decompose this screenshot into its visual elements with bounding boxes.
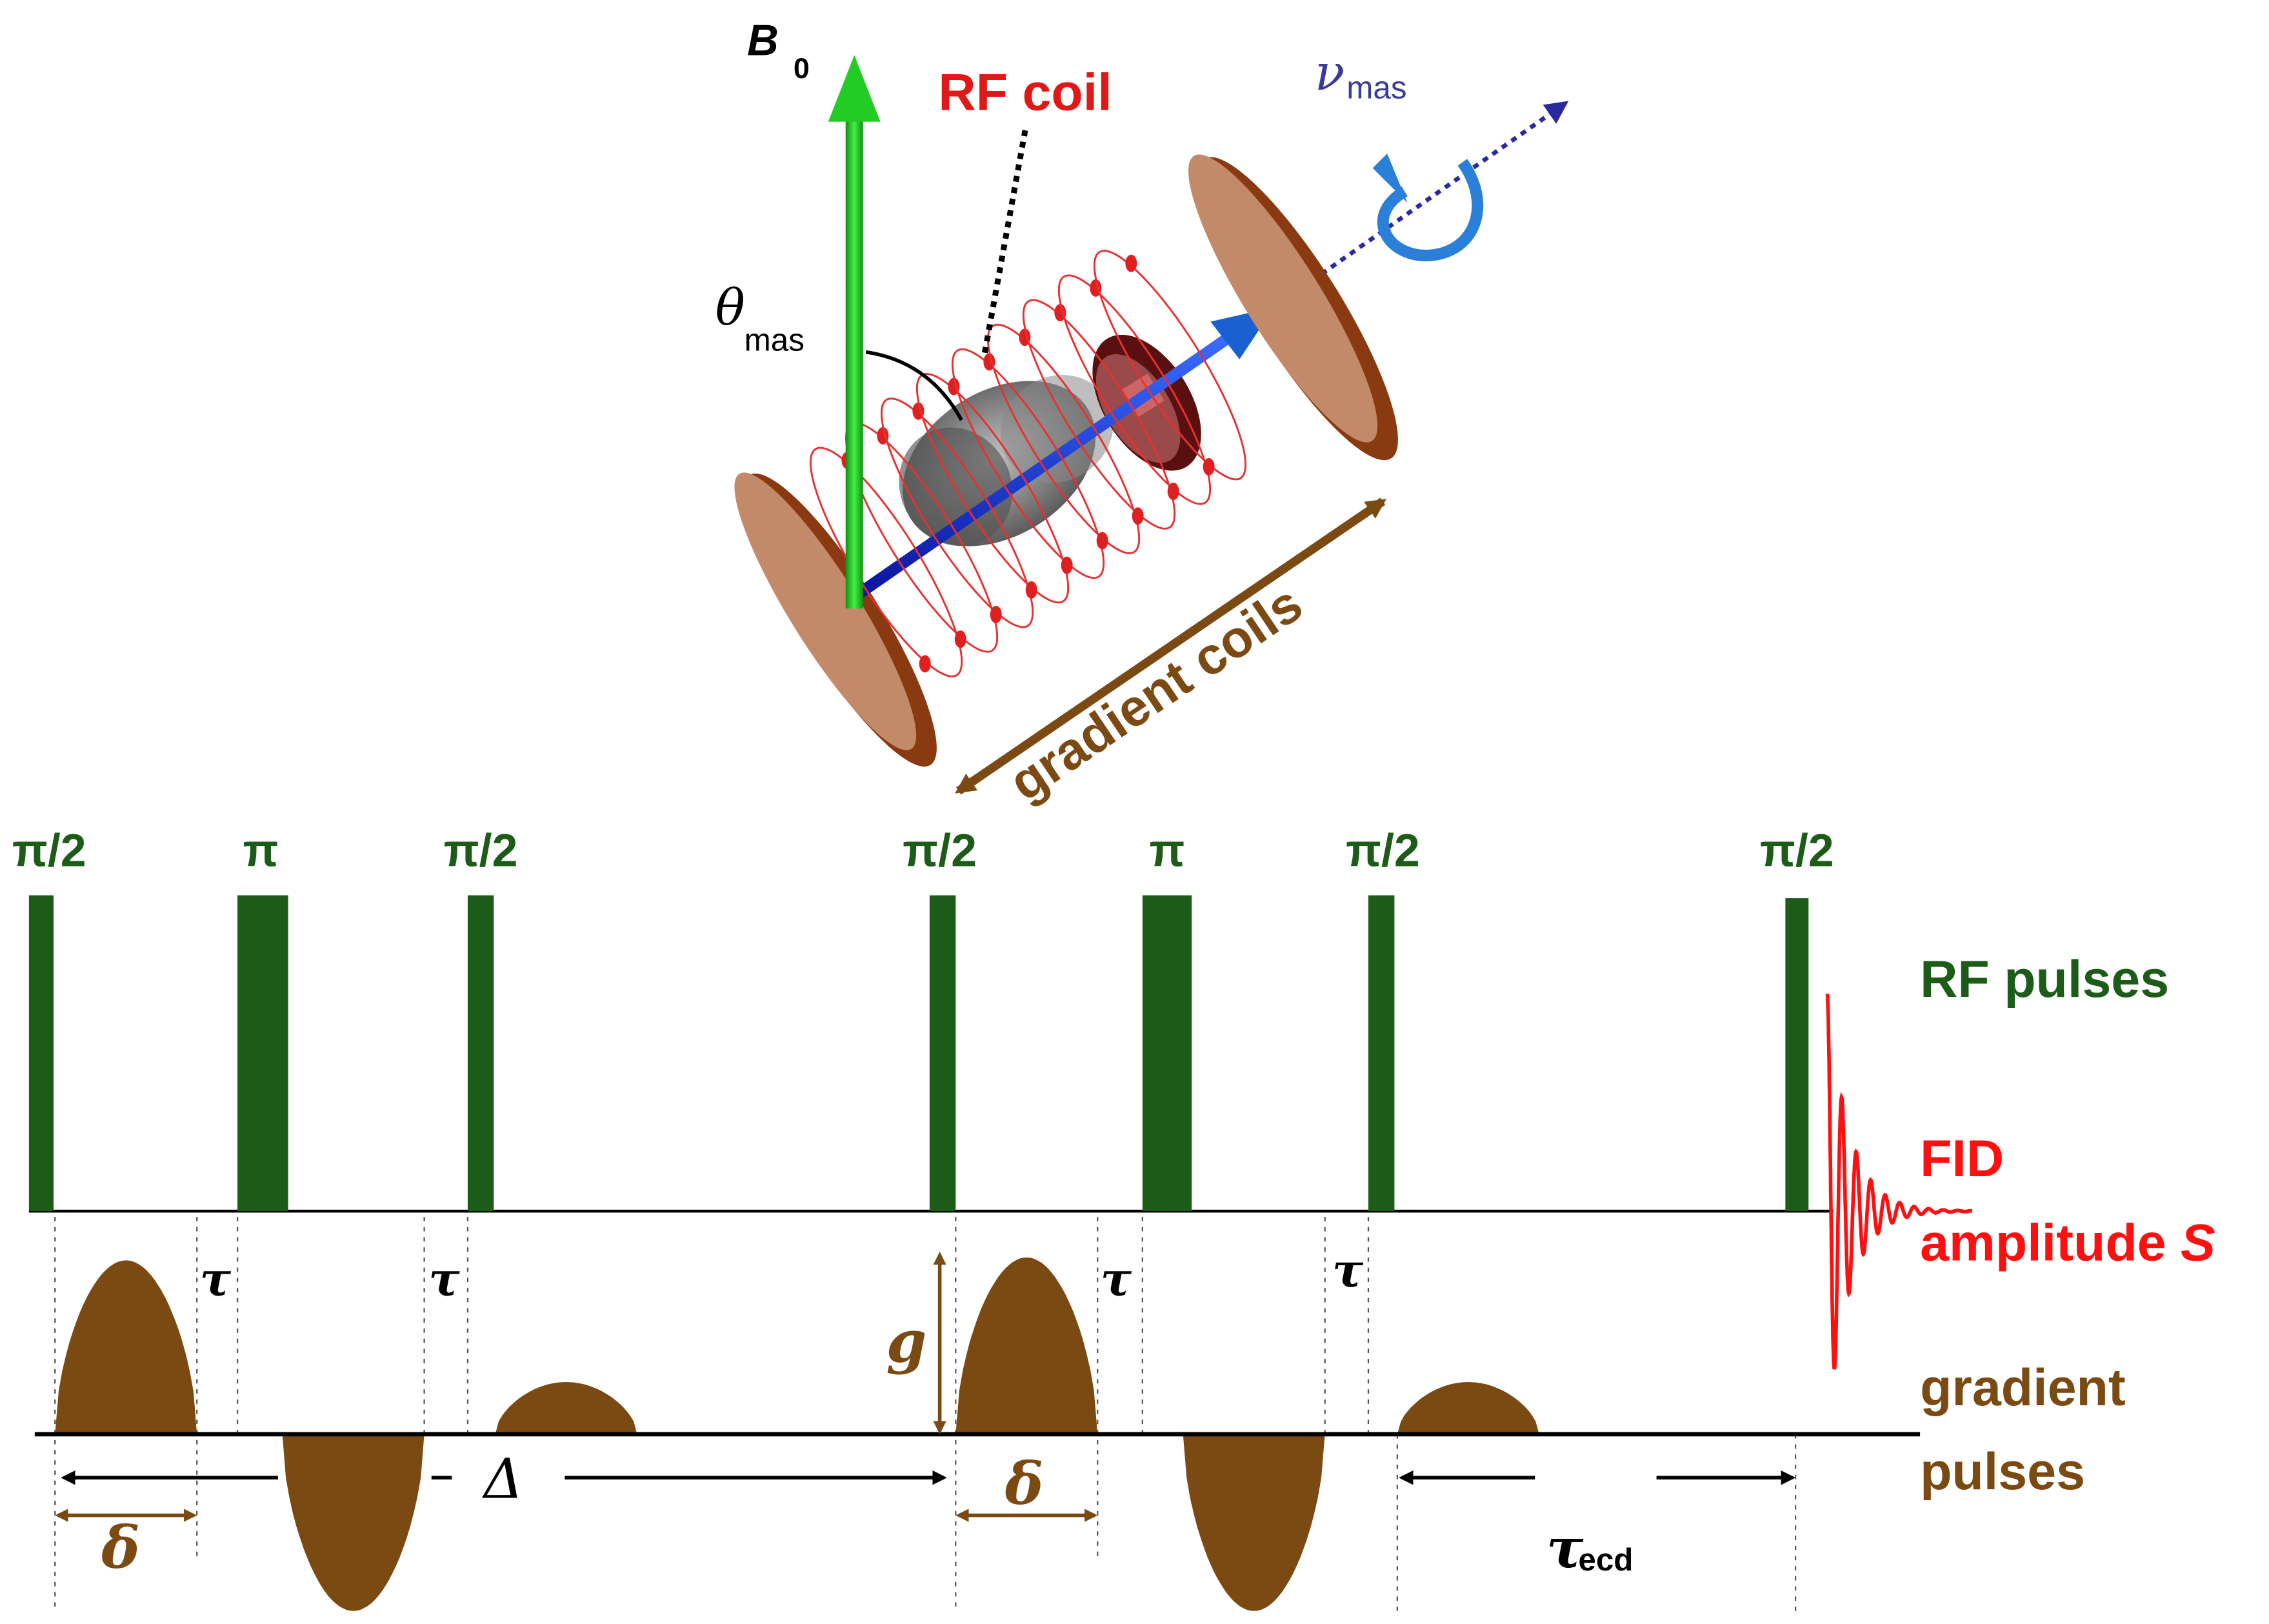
rf-label-1: π/2 [12, 825, 86, 877]
theta-mas-symbol: θ [715, 279, 745, 336]
legend-amplitude-symbol: S [2181, 1214, 2215, 1272]
rf-pulse-7 [1785, 898, 1809, 1212]
tau-ecd-subscript: ecd [1578, 1542, 1633, 1578]
nu-mas-symbol: ν [1315, 44, 1344, 101]
rf-label-4: π/2 [903, 825, 977, 877]
rf-pulse-3 [467, 895, 494, 1212]
rf-pulse-5 [1142, 895, 1192, 1212]
theta-angle-arc [865, 350, 963, 421]
rf-coil-wire-bottom-3 [990, 605, 1002, 623]
tau-ecd-symbol: τ [1546, 1516, 1584, 1581]
gradient-coil-disc-right [1188, 154, 1398, 461]
gradient-coil-disc-left [734, 472, 937, 767]
legend-pulses: pulses [1920, 1443, 2085, 1501]
rf-label-6: π/2 [1346, 825, 1420, 877]
b0-axis-arrow [845, 115, 863, 609]
rf-pulses [28, 895, 1809, 1212]
rf-coil-label: RF coil [938, 64, 1112, 122]
legend: RF pulses FID amplitude S gradient pulse… [1920, 950, 2215, 1501]
theta-mas-subscript: mas [745, 322, 805, 357]
tau-label-3: τ [1101, 1252, 1132, 1306]
rf-pulse-labels: π/2 π π/2 π/2 π π/2 π/2 [12, 825, 1834, 877]
rf-coil-wire-bottom-9 [1203, 457, 1215, 476]
rf-coil-wire-bottom-1 [919, 655, 931, 673]
rf-pulse-4 [929, 895, 956, 1212]
gradient-pulses [55, 1257, 1539, 1611]
tau-label-4: τ [1332, 1243, 1364, 1298]
rf-label-5: π [1150, 825, 1185, 877]
gradient-coils-arrow [955, 497, 1386, 795]
legend-amplitude-word: amplitude [1920, 1214, 2181, 1272]
tau-label-1: τ [200, 1252, 232, 1306]
legend-gradient: gradient [1920, 1359, 2126, 1417]
rf-coil-wire-top-9 [1125, 254, 1137, 272]
b0-label: B [747, 16, 779, 65]
g-label: g [886, 1308, 927, 1376]
rf-coil-wire-bottom-2 [954, 630, 966, 648]
pulse-sequence: π/2 π π/2 π/2 π π/2 π/2 τ τ τ τ g δ δ Δ [12, 825, 1972, 1611]
b0-subscript: 0 [794, 52, 810, 85]
tau-label-2: τ [428, 1252, 460, 1306]
rf-coil-turn-9 [1093, 250, 1247, 481]
rf-coil-wire-bottom-6 [1096, 532, 1108, 550]
b0-axis-arrowhead [828, 55, 881, 122]
fid-signal [1825, 994, 1972, 1370]
legend-rf-pulses: RF pulses [1920, 950, 2169, 1008]
gradient-coils-label: gradient coils [999, 574, 1313, 812]
rf-pulse-6 [1368, 895, 1395, 1212]
rf-coil-pointer [981, 130, 1028, 354]
gradient-lobe-3 [495, 1382, 637, 1434]
rf-coil-wire-bottom-7 [1132, 507, 1144, 525]
rotation-arrowhead [1372, 154, 1408, 203]
nu-mas-subscript: mas [1346, 70, 1406, 106]
gradient-lobe-4 [955, 1257, 1098, 1434]
rf-pulse-1 [28, 895, 54, 1212]
rf-label-7: π/2 [1760, 825, 1834, 877]
mas-probe-illustration: B 0 RF coil ν mas θ mas gradient coils [715, 16, 1569, 812]
legend-fid: FID [1920, 1130, 2004, 1188]
rf-label-3: π/2 [444, 825, 518, 877]
legend-amplitude: amplitude S [1920, 1214, 2215, 1272]
rf-coil-wire-bottom-8 [1167, 483, 1179, 501]
rotation-arrow-icon [1377, 159, 1484, 261]
delta-label-2: δ [1005, 1450, 1044, 1518]
rf-coil-wire-bottom-5 [1061, 556, 1073, 574]
delta-label-1: δ [101, 1514, 140, 1581]
gradient-lobe-6 [1397, 1382, 1539, 1434]
gradient-lobe-1 [55, 1260, 197, 1434]
rf-pulse-2 [237, 895, 288, 1212]
rf-label-2: π [243, 825, 279, 877]
gradient-lobe-2 [282, 1434, 425, 1611]
big-delta-label: Δ [482, 1448, 524, 1512]
gradient-lobe-5 [1183, 1434, 1325, 1611]
rf-coil-wire-bottom-4 [1025, 581, 1037, 599]
